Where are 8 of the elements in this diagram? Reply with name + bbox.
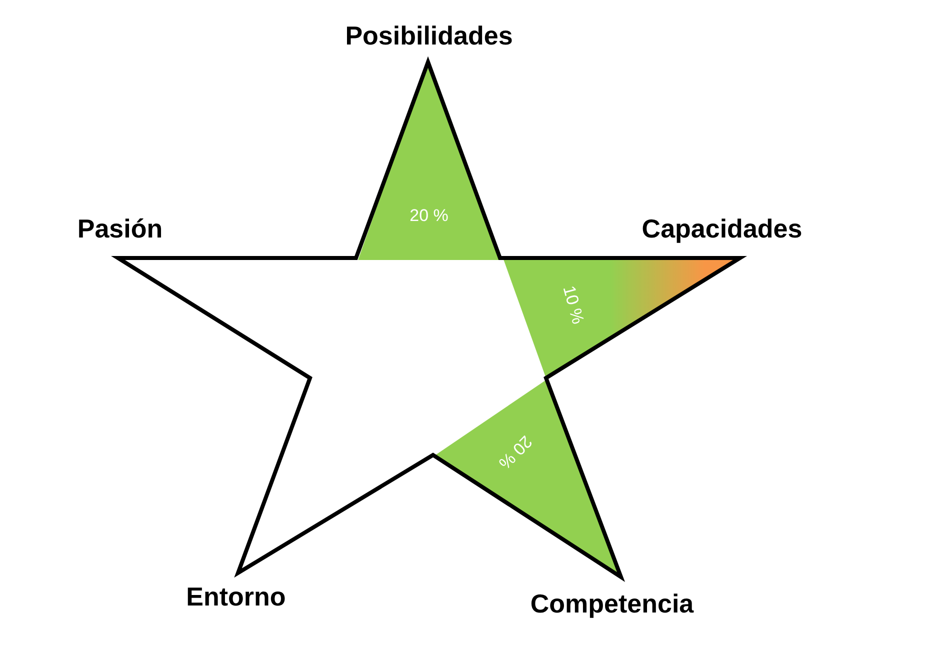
percentage-label: 20 %: [410, 206, 448, 226]
point-label: Posibilidades: [345, 20, 513, 52]
percentage-label: 10 %: [558, 284, 588, 326]
point-label: Entorno: [186, 582, 286, 612]
point-label: Pasión: [77, 214, 163, 244]
percentage-label: 20 %: [494, 431, 536, 473]
point-label: Competencia: [530, 588, 694, 620]
point-label: Capacidades: [642, 214, 802, 244]
